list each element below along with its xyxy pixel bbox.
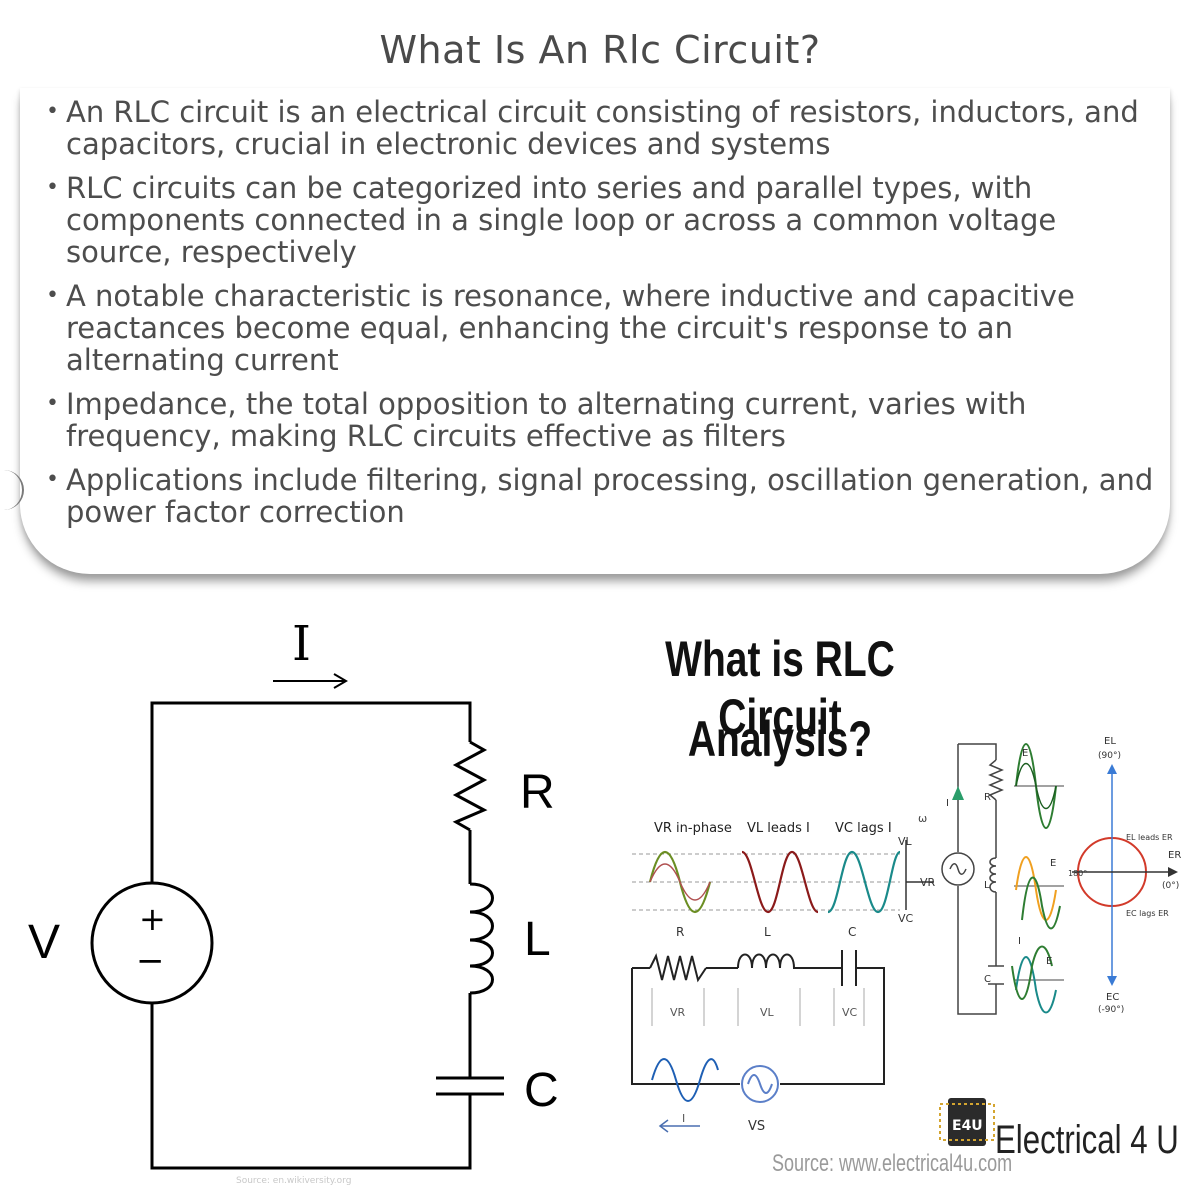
right-title-line2: Analysis? [687, 711, 873, 767]
plot-i-label: I [1018, 936, 1021, 947]
series-vc-label: VC [842, 1006, 858, 1019]
phasor-ec-angle: (-90°) [1098, 1005, 1124, 1015]
plot-l-i-wave [1021, 876, 1061, 930]
small-circuit-wire [957, 743, 997, 1015]
phasor-180-label: 180° [1068, 869, 1087, 878]
wave-vl [741, 850, 819, 914]
bullet-item: Impedance, the total opposition to alter… [46, 388, 1156, 452]
card-edge-decoration [0, 470, 24, 510]
bullet-item: RLC circuits can be categorized into ser… [46, 172, 1156, 268]
wave-vc [827, 850, 902, 914]
right-source-credit: Source: www.electrical4u.com [772, 1150, 1013, 1177]
current-label: I [292, 616, 311, 672]
phasor-er-label: ER [1168, 850, 1181, 861]
page-title: What Is An Rlc Circuit? [379, 28, 821, 72]
phasor-ec-lags: EC lags ER [1126, 909, 1169, 918]
plot-e3-label: E [1046, 956, 1052, 967]
phasor-er-angle: (0°) [1162, 881, 1179, 891]
wave-label-vl: VL leads I [747, 821, 810, 836]
small-inductor [989, 857, 997, 893]
rlc-analysis-illustration: VR in-phase VL leads I VC lags I ω VL VR… [631, 736, 1181, 1146]
source-plus-sign: + [139, 900, 166, 938]
resistor-label: R [520, 766, 555, 819]
series-ac-wave [747, 1074, 773, 1094]
wire-top-left [150, 701, 472, 895]
series-current-wave [651, 1058, 719, 1102]
source-label: V [28, 916, 60, 969]
wave-current-1 [649, 863, 711, 901]
wave-label-vr: VR in-phase [654, 821, 732, 836]
series-vs-label: VS [748, 1119, 765, 1134]
series-c-label: C [848, 925, 856, 939]
series-resistor [649, 953, 707, 983]
small-c-label: C [984, 974, 991, 985]
plot-i-wave [1015, 763, 1057, 809]
left-source-credit: Source: en.wikiversity.org [236, 1176, 352, 1186]
series-vr-label: VR [670, 1006, 686, 1019]
series-vl-label: VL [760, 1006, 775, 1019]
small-l-label: L [984, 880, 990, 891]
plot-l-e-wave [1015, 856, 1057, 921]
small-resistor [988, 759, 1004, 801]
bullet-item: Applications include filtering, signal p… [46, 464, 1156, 528]
omega-label: ω [918, 812, 927, 825]
wave-vc-tag: VC [898, 912, 914, 925]
brand-name: Electrical 4 U [995, 1118, 1179, 1162]
inductor-symbol [469, 882, 494, 995]
series-i-label: I [682, 1112, 685, 1125]
small-current-arrow [952, 786, 964, 800]
logo-text: E4U [952, 1118, 983, 1134]
plot-c-e-wave [1015, 956, 1057, 1014]
phasor-el-label: EL [1104, 736, 1116, 747]
resistor-symbol [452, 740, 488, 832]
plot-e-label: E [1022, 748, 1028, 759]
series-loop-wire [631, 967, 885, 1085]
current-arrow-head [333, 673, 348, 689]
inductor-label: L [524, 913, 551, 966]
series-inductor [737, 953, 802, 969]
wave-label-vc: VC lags I [835, 821, 892, 836]
small-i-label: I [946, 798, 949, 809]
right-title-line1: What is RLC Circuit [665, 631, 895, 745]
small-ac-wave [949, 863, 967, 875]
current-arrow-small-head [658, 1119, 669, 1133]
phasor-el-head [1107, 764, 1117, 774]
plot-e2-label: E [1050, 858, 1056, 869]
logo-chip: E4U [939, 1098, 995, 1146]
small-r-label: R [984, 792, 991, 803]
wire-bottom [150, 990, 472, 1170]
series-l-label: L [764, 925, 771, 939]
bullet-item: A notable characteristic is resonance, w… [46, 280, 1156, 376]
bullet-item: An RLC circuit is an electrical circuit … [46, 96, 1156, 160]
plot-c-i-wave [1011, 945, 1053, 1000]
rlc-schematic: I R L C V + − [28, 616, 559, 1170]
series-r-label: R [676, 925, 684, 939]
phasor-ec-label: EC [1106, 992, 1119, 1003]
phasor-el-angle: (90°) [1098, 751, 1121, 761]
phasor-er-head [1168, 867, 1178, 877]
source-minus-sign: − [136, 941, 165, 981]
bullet-list: An RLC circuit is an electrical circuit … [46, 96, 1156, 540]
voltage-source [90, 881, 214, 1005]
capacitor-label: C [524, 1064, 559, 1117]
phasor-el-leads: EL leads ER [1126, 833, 1173, 842]
phasor-ec-head [1107, 976, 1117, 986]
